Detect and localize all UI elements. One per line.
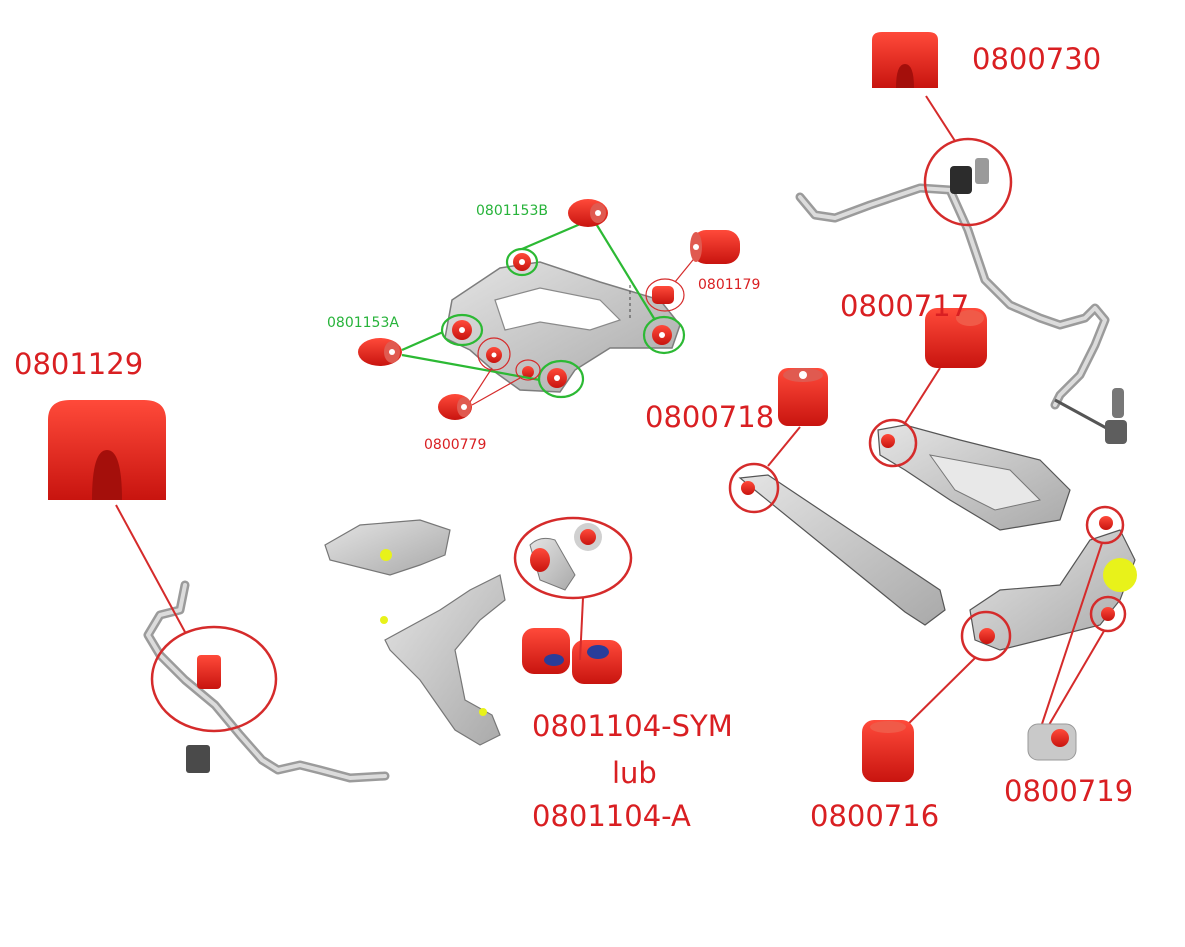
front-stabilizer-bar bbox=[143, 580, 390, 783]
bushing-0800716-icon bbox=[862, 720, 914, 782]
label-0801129: 0801129 bbox=[14, 347, 144, 381]
label-0800717: 0800717 bbox=[840, 289, 970, 323]
bushing-0801179-icon bbox=[652, 230, 740, 304]
callout-circle-0800719-b bbox=[1089, 595, 1127, 633]
callout-circle-0801104 bbox=[513, 516, 633, 600]
callout-line-0800730 bbox=[925, 95, 956, 142]
label-0800730: 0800730 bbox=[972, 42, 1102, 76]
bushing-0801153A-icon bbox=[358, 338, 402, 366]
rear-subframe-icon bbox=[444, 261, 681, 393]
callout-circle-0801129 bbox=[150, 625, 278, 733]
front-control-arm-icon bbox=[324, 519, 506, 746]
label-0801104-sym: 0801104-SYM bbox=[532, 709, 733, 743]
bushing-0800718-icon bbox=[778, 368, 828, 426]
label-0801104-a: 0801104-A bbox=[532, 799, 691, 833]
bushing-0800717-icon bbox=[925, 308, 987, 368]
callout-line-0800716 bbox=[896, 657, 976, 736]
label-0800719: 0800719 bbox=[1004, 774, 1134, 808]
label-lub: lub bbox=[612, 756, 657, 790]
callout-line-0800718 bbox=[767, 426, 801, 467]
bushing-0800719-icon bbox=[1027, 723, 1077, 761]
bushing-0800730-icon bbox=[866, 30, 938, 94]
bushing-0801153B-icon bbox=[568, 199, 608, 227]
label-0801153B: 0801153B bbox=[476, 203, 548, 219]
callout-line-0800717 bbox=[904, 367, 941, 424]
subframe-bushings bbox=[452, 253, 672, 388]
label-0800718: 0800718 bbox=[645, 400, 775, 434]
rear-control-arm-icon bbox=[877, 424, 1071, 531]
label-0801179: 0801179 bbox=[698, 277, 761, 293]
bushing-0801104-group-icon bbox=[522, 523, 622, 684]
callout-line-0801129 bbox=[115, 504, 186, 633]
bushing-0801129-icon bbox=[48, 400, 166, 500]
callout-circle-0800717 bbox=[868, 418, 918, 468]
callout-line-0800719-b bbox=[1045, 630, 1105, 731]
label-0800716: 0800716 bbox=[810, 799, 940, 833]
subframe-callouts-green bbox=[401, 220, 686, 399]
label-0801153A: 0801153A bbox=[327, 315, 399, 331]
bushing-0800779-icon bbox=[438, 394, 472, 420]
rear-stabilizer-bar bbox=[795, 158, 1127, 444]
rear-link-arm-icon bbox=[738, 474, 946, 626]
callout-line-0801104 bbox=[579, 597, 584, 661]
callout-circle-0800716 bbox=[960, 610, 1012, 662]
label-0800779: 0800779 bbox=[424, 437, 487, 453]
callout-circle-0800718 bbox=[728, 462, 780, 514]
callout-line-0800719-a bbox=[1039, 542, 1103, 731]
subframe-callouts-red bbox=[469, 254, 698, 406]
callout-circle-0800719-a bbox=[1085, 505, 1125, 545]
callout-circle-0800730 bbox=[923, 137, 1013, 227]
rear-lower-arm-icon bbox=[969, 516, 1137, 651]
